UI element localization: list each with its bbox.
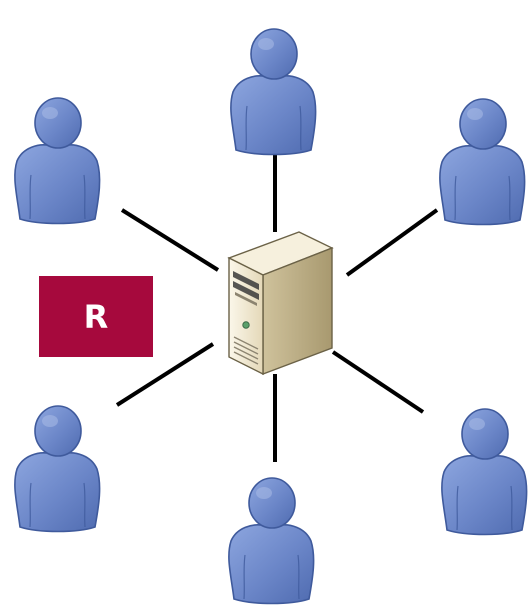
connector-upper-left: [120, 208, 220, 272]
connector-lower-left: [115, 342, 215, 407]
server-icon: [227, 231, 334, 376]
person-icon-bottom: [228, 477, 315, 605]
badge-background: [39, 276, 153, 357]
person-icon-upper-left: [14, 97, 101, 225]
person-icon-lower-right: [441, 408, 528, 536]
badge-label: R: [83, 297, 109, 336]
person-icon-lower-left: [14, 405, 101, 533]
connector-lower-right: [331, 350, 425, 414]
connectors: [115, 150, 439, 462]
person-icon-top: [230, 28, 317, 156]
r-badge: R: [39, 276, 153, 357]
connector-upper-right: [345, 208, 439, 277]
person-icon-upper-right: [439, 98, 526, 226]
